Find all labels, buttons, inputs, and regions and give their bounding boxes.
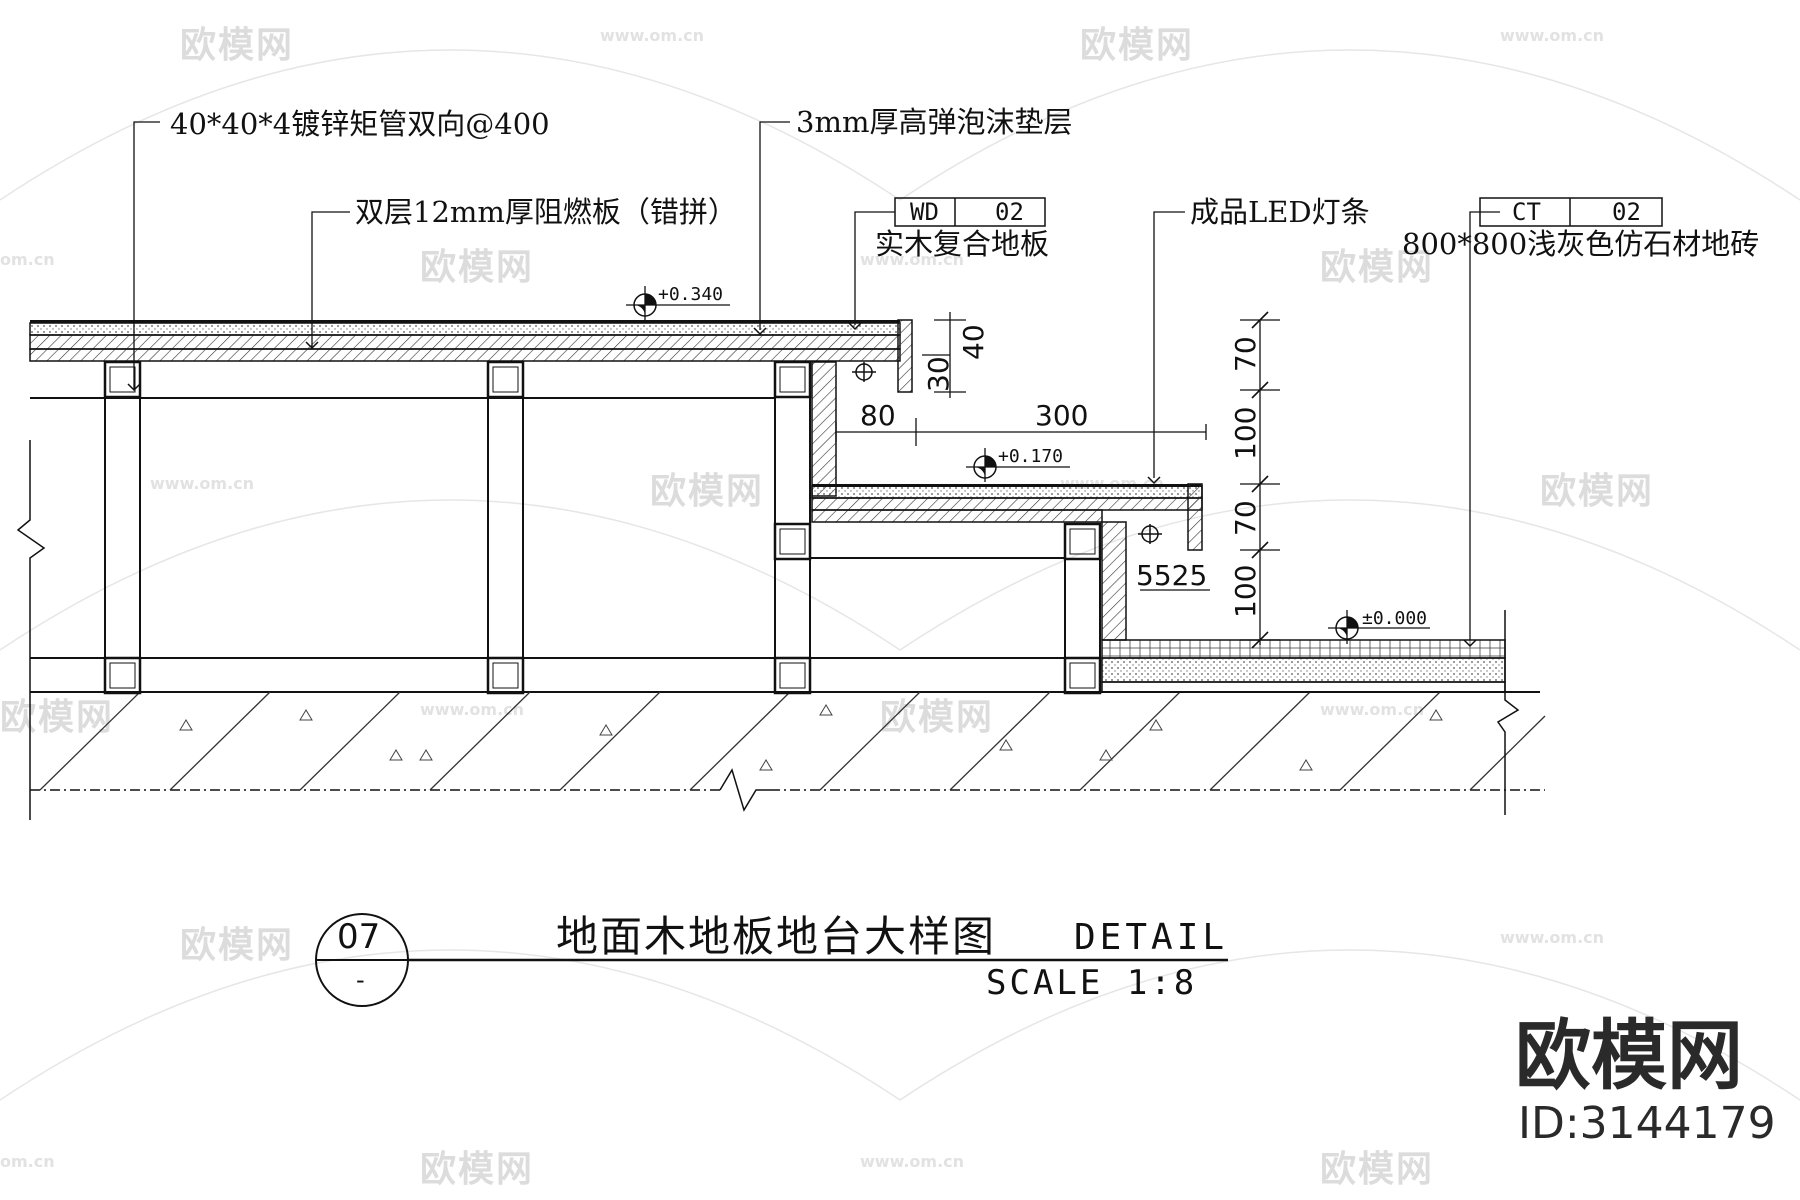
tile-floor <box>1101 639 1506 693</box>
elevation-symbols <box>626 286 1430 644</box>
watermark-brand: 欧模网 <box>880 697 995 738</box>
elevation-upper: +0.340 <box>658 284 724 305</box>
tube-frame <box>30 360 1102 695</box>
tag-ct-code: CT <box>1512 198 1541 226</box>
watermark-url: www.om.cn <box>860 1152 965 1171</box>
dimension-40: 40 <box>957 324 990 360</box>
elevation-ground: ±0.000 <box>1362 608 1428 629</box>
drawing-title-cn: 地面木地板地台大样图 <box>556 912 997 961</box>
watermark-url: om.cn <box>0 250 55 269</box>
sheet-number: - <box>356 966 365 994</box>
tag-ct-num: 02 <box>1612 198 1641 226</box>
label-foam: 3mm厚高弹泡沫垫层 <box>796 105 1073 139</box>
dimension-70-lower: 70 <box>1229 500 1262 536</box>
corner-id: ID:3144179 <box>1518 1098 1776 1149</box>
watermark-brand: 欧模网 <box>650 471 765 512</box>
label-wood-floor: 实木复合地板 <box>875 227 1050 261</box>
concrete-slab <box>16 440 1546 820</box>
label-tube: 40*40*4镀锌矩管双向@400 <box>170 107 550 141</box>
tag-boxes <box>894 197 1663 227</box>
dimension-100-upper: 100 <box>1229 406 1262 460</box>
dimension-80: 80 <box>860 399 896 432</box>
corner-brand: 欧模网 <box>1515 1011 1743 1100</box>
title-block <box>315 913 1228 1007</box>
watermark-url: www.om.cn <box>1500 928 1605 947</box>
dimension-100-lower: 100 <box>1229 564 1262 618</box>
watermark-arcs <box>0 49 1800 1101</box>
watermark-brand: 欧模网 <box>180 925 295 966</box>
elevation-middle: +0.170 <box>998 446 1064 467</box>
watermark-url: www.om.cn <box>1320 700 1425 719</box>
dimension-30: 30 <box>922 356 955 392</box>
watermark-brand: 欧模网 <box>1080 25 1195 66</box>
step-layers <box>811 361 1203 641</box>
led-strip-symbols <box>852 362 1162 544</box>
leader-ticks <box>127 322 1477 648</box>
watermark-url: www.om.cn <box>150 474 255 493</box>
watermark-url: www.om.cn <box>420 700 525 719</box>
watermark-brand: 欧模网 <box>180 25 295 66</box>
label-board: 双层12mm厚阻燃板（错拼） <box>355 195 737 229</box>
label-led: 成品LED灯条 <box>1190 195 1370 229</box>
watermark-brand: 欧模网 <box>1540 471 1655 512</box>
drawing-title-en: DETAIL <box>1074 917 1229 958</box>
watermark-url: www.om.cn <box>860 250 965 269</box>
label-tile: 800*800浅灰色仿石材地砖 <box>1402 227 1760 261</box>
watermark-brand: 欧模网 <box>420 1149 535 1190</box>
watermark-url: www.om.cn <box>600 26 705 45</box>
watermark-brand: 欧模网 <box>1320 247 1435 288</box>
tag-wd-code: WD <box>910 198 939 226</box>
watermark-url: www.om.cn <box>1500 26 1605 45</box>
watermark-brand: 欧模网 <box>420 247 535 288</box>
watermark-url: om.cn <box>0 1152 55 1171</box>
drawing-scale: SCALE 1:8 <box>986 963 1198 1003</box>
tag-wd-num: 02 <box>995 198 1024 226</box>
upper-floor-layers <box>29 319 913 393</box>
watermark-brand: 欧模网 <box>0 697 115 738</box>
dimension-70-upper: 70 <box>1229 336 1262 372</box>
dimension-5525: 5525 <box>1136 559 1208 592</box>
leader-lines <box>133 121 1500 640</box>
detail-number: 07 <box>337 917 381 957</box>
watermark-brand: 欧模网 <box>1320 1149 1435 1190</box>
dimension-lines <box>835 311 1280 649</box>
dimension-300: 300 <box>1035 399 1089 432</box>
